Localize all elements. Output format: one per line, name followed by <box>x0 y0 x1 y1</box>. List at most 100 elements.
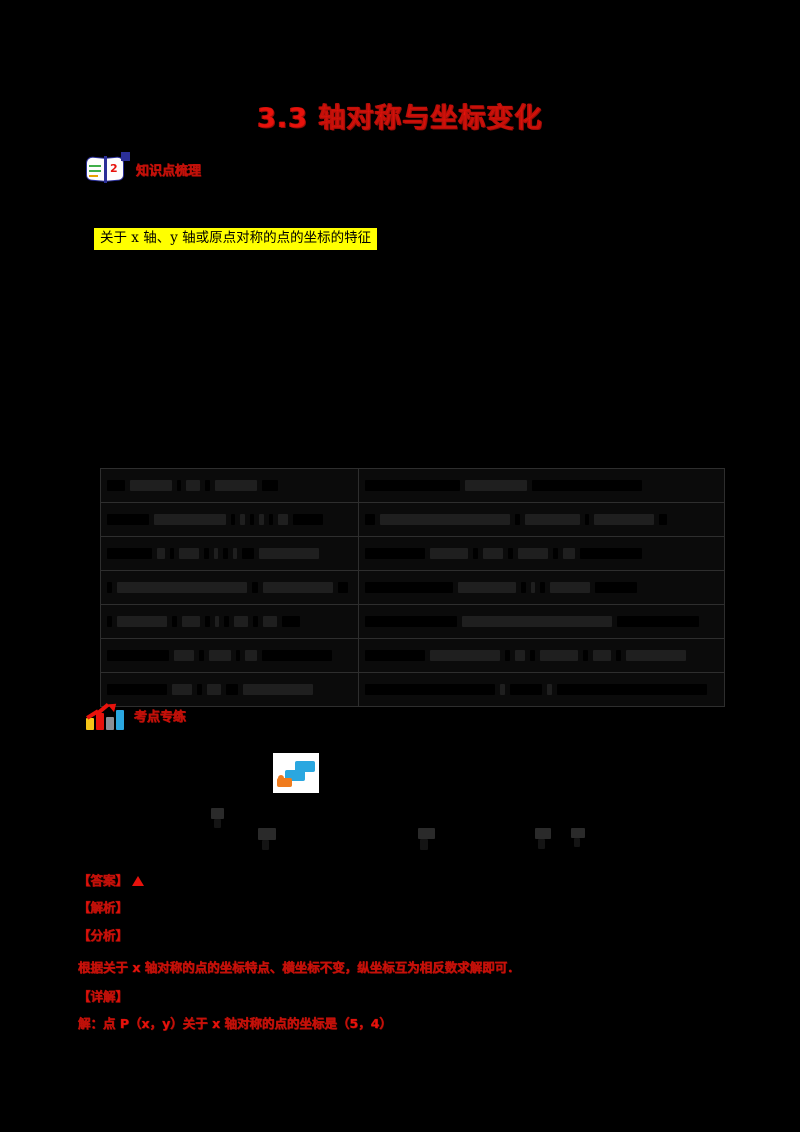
redaction-block <box>540 582 545 593</box>
redacted-text <box>365 505 718 534</box>
redaction-block <box>107 480 125 491</box>
table-row <box>100 468 725 503</box>
redaction-block <box>154 514 226 525</box>
redaction-block <box>462 616 612 627</box>
redaction-block <box>205 616 210 627</box>
redacted-text <box>107 539 352 568</box>
redaction-block <box>207 684 221 695</box>
table-cell <box>100 502 359 537</box>
redaction-block <box>107 616 112 627</box>
table-cell <box>100 570 359 605</box>
table-row <box>100 502 725 537</box>
redacted-text <box>107 607 352 636</box>
redaction-block <box>197 684 202 695</box>
redaction-block <box>585 514 589 525</box>
redaction-block <box>659 514 667 525</box>
page-title: 3.3 轴对称与坐标变化 <box>257 103 543 135</box>
redaction-block <box>172 616 177 627</box>
redaction-block <box>236 650 240 661</box>
redaction-block <box>231 514 235 525</box>
table-cell <box>358 468 725 503</box>
table-cell <box>358 502 725 537</box>
redaction-block <box>263 582 333 593</box>
redaction-block <box>557 684 707 695</box>
redaction-block <box>223 548 228 559</box>
redaction-block <box>518 548 548 559</box>
redaction-block <box>242 548 254 559</box>
growth-chart-icon <box>84 698 126 732</box>
redaction-block <box>365 650 425 661</box>
redaction-block <box>262 480 278 491</box>
redaction-block <box>107 548 152 559</box>
redaction-block <box>107 582 112 593</box>
solution-body: 解：点 P（x，y）关于 x 轴对称的点的坐标是（5，4） <box>78 1016 392 1031</box>
redaction-block <box>365 582 453 593</box>
redacted-text <box>365 675 718 704</box>
redaction-block <box>505 650 510 661</box>
redaction-block <box>240 514 245 525</box>
redaction-block <box>583 650 588 661</box>
redaction-block <box>515 650 525 661</box>
redaction-block <box>508 548 513 559</box>
redaction-block <box>430 548 468 559</box>
redaction-block <box>245 650 257 661</box>
redaction-block <box>186 480 200 491</box>
redacted-text <box>365 607 718 636</box>
analysis-body: 根据关于 x 轴对称的点的坐标特点、横坐标不变，纵坐标互为相反数求解即可． <box>78 960 520 975</box>
redaction-block <box>107 684 167 695</box>
redaction-block <box>593 650 611 661</box>
redaction-block <box>214 548 218 559</box>
redaction-block <box>157 548 165 559</box>
redaction-block <box>204 548 209 559</box>
redaction-block <box>540 650 578 661</box>
answer-label: 【答案】 <box>78 870 145 889</box>
redaction-block <box>483 548 503 559</box>
redaction-block <box>243 684 313 695</box>
redaction-block <box>259 514 264 525</box>
redaction-block <box>338 582 348 593</box>
analysis-label: 【分析】 <box>78 928 129 943</box>
redaction-block <box>595 582 637 593</box>
redaction-block <box>259 548 319 559</box>
redaction-block <box>117 582 247 593</box>
redaction-block <box>365 684 495 695</box>
redaction-block <box>617 616 699 627</box>
redaction-block <box>531 582 535 593</box>
redaction-block <box>226 684 238 695</box>
answer-label-text: 【答案】 <box>78 873 129 888</box>
table-cell <box>358 604 725 639</box>
redaction-block <box>130 480 172 491</box>
redaction-block <box>177 480 181 491</box>
redaction-block <box>594 514 654 525</box>
redaction-block <box>458 582 516 593</box>
redaction-block <box>365 480 460 491</box>
redaction-block <box>205 480 210 491</box>
redaction-block <box>233 548 237 559</box>
redaction-block <box>563 548 575 559</box>
redacted-text <box>107 675 352 704</box>
redaction-block <box>553 548 558 559</box>
book-icon: 2 <box>84 152 130 186</box>
redaction-block <box>234 616 248 627</box>
section-heading-examples: 考点专练 <box>84 698 186 732</box>
redaction-block <box>365 548 425 559</box>
table-row <box>100 570 725 605</box>
redaction-block <box>179 548 199 559</box>
redaction-block <box>515 514 520 525</box>
redacted-text <box>107 641 352 670</box>
redacted-text <box>365 641 718 670</box>
redaction-block <box>215 616 219 627</box>
redaction-block <box>172 684 192 695</box>
explanation-label: 【解析】 <box>78 900 129 915</box>
redaction-block <box>182 616 200 627</box>
table-cell <box>358 536 725 571</box>
redaction-block <box>263 616 277 627</box>
redaction-block <box>525 514 580 525</box>
redaction-block <box>293 514 323 525</box>
triangle-marker <box>132 876 145 886</box>
redaction-block <box>473 548 478 559</box>
redaction-block <box>107 514 149 525</box>
redaction-block <box>530 650 535 661</box>
table-cell <box>358 570 725 605</box>
redaction-block <box>521 582 526 593</box>
